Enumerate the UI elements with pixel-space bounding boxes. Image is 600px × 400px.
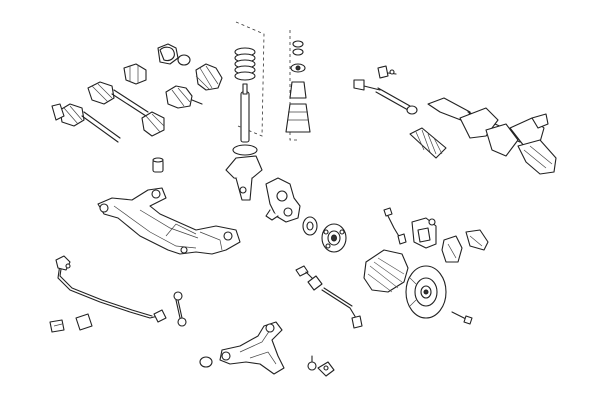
steering-knuckle [265, 177, 301, 223]
bump-stop [289, 81, 307, 99]
brake-caliper [411, 217, 437, 249]
inner-tie-rod [375, 87, 418, 115]
ball-joint [307, 355, 317, 371]
cv-boot-kit [195, 63, 223, 91]
bushing [199, 356, 213, 368]
stabilizer-link [173, 291, 187, 327]
shock-absorber [225, 83, 263, 201]
lower-control-arm [219, 321, 285, 375]
wheel-hub [321, 223, 347, 253]
abs-sensor [383, 207, 407, 245]
stabilizer-bar [55, 255, 167, 323]
tie-rod-end [353, 79, 381, 91]
steering-rack [427, 97, 557, 175]
drive-shaft-left [51, 103, 121, 143]
assembly-outline [235, 21, 265, 137]
rack-boot [409, 127, 447, 159]
bushing [152, 157, 164, 173]
brake-disc [405, 265, 447, 319]
drive-shaft-right [87, 81, 165, 137]
ball-joint [317, 361, 335, 377]
bushing [49, 313, 93, 333]
tie-rod-end [377, 65, 397, 79]
front-subframe [97, 187, 241, 255]
strut-mount [289, 30, 306, 141]
hub-bolt [451, 311, 473, 325]
inner-tie-rod [321, 287, 363, 329]
coil-spring [234, 47, 256, 81]
dust-boot [285, 103, 311, 133]
cv-boot-kit [157, 43, 191, 66]
wheel-bearing [302, 216, 318, 236]
cv-boot-kit [165, 85, 203, 109]
brake-shield [363, 249, 409, 293]
tie-rod-end [295, 265, 323, 291]
cv-boot-kit-small [123, 63, 147, 85]
brake-pads [441, 229, 489, 263]
